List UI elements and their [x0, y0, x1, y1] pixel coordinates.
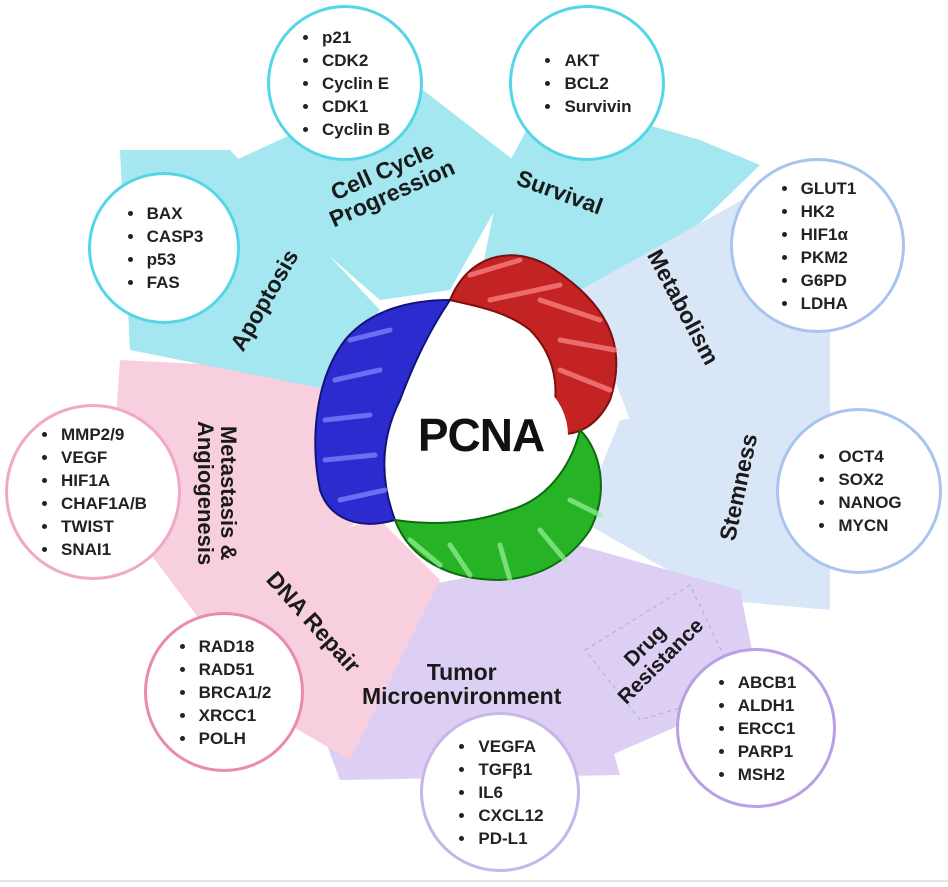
gene-list: OCT4SOX2NANOGMYCN	[816, 445, 901, 537]
gene-item: GLUT1	[799, 177, 857, 200]
gene-list: ABCB1ALDH1ERCC1PARP1MSH2	[716, 671, 797, 786]
gene-item: SNAI1	[59, 538, 147, 561]
gene-item: G6PD	[799, 269, 857, 292]
bottom-divider	[0, 880, 948, 882]
circle-apoptosis: BAXCASP3p53FAS	[88, 172, 240, 324]
label-metastasis: Metastasis & Angiogenesis	[193, 420, 242, 566]
gene-item: TWIST	[59, 515, 147, 538]
gene-list: p21CDK2Cyclin ECDK1Cyclin B	[300, 26, 390, 141]
gene-item: BAX	[145, 202, 204, 225]
gene-list: RAD18RAD51BRCA1/2XRCC1POLH	[177, 635, 272, 750]
gene-item: XRCC1	[197, 704, 272, 727]
dashed-box	[584, 584, 741, 721]
gene-list: MMP2/9VEGFHIF1ACHAF1A/BTWISTSNAI1	[39, 423, 147, 561]
gene-item: Cyclin E	[320, 72, 390, 95]
gene-item: HIF1A	[59, 469, 147, 492]
gene-list: GLUT1HK2HIF1αPKM2G6PDLDHA	[779, 177, 857, 315]
gene-item: MSH2	[736, 763, 797, 786]
gene-item: Cyclin B	[320, 118, 390, 141]
gene-item: LDHA	[799, 292, 857, 315]
circle-metabolism: GLUT1HK2HIF1αPKM2G6PDLDHA	[730, 158, 905, 333]
gene-item: AKT	[562, 49, 631, 72]
gene-item: FAS	[145, 271, 204, 294]
circle-dna-repair: RAD18RAD51BRCA1/2XRCC1POLH	[144, 612, 304, 772]
circle-metastasis: MMP2/9VEGFHIF1ACHAF1A/BTWISTSNAI1	[5, 404, 181, 580]
gene-item: Survivin	[562, 95, 631, 118]
gene-item: p53	[145, 248, 204, 271]
gene-item: p21	[320, 26, 390, 49]
gene-list: AKTBCL2Survivin	[542, 49, 631, 118]
gene-item: BRCA1/2	[197, 681, 272, 704]
pcna-protein	[314, 254, 618, 583]
gene-list: VEGFATGFβ1IL6CXCL12PD-L1	[456, 735, 543, 850]
gene-item: PD-L1	[476, 827, 543, 850]
circle-drug-resistance: ABCB1ALDH1ERCC1PARP1MSH2	[676, 648, 836, 808]
pcna-title: PCNA	[417, 409, 545, 461]
gene-item: RAD18	[197, 635, 272, 658]
gene-item: OCT4	[836, 445, 901, 468]
gene-item: PKM2	[799, 246, 857, 269]
protein-blue-subunit	[314, 298, 452, 525]
circle-survival: AKTBCL2Survivin	[509, 5, 665, 161]
gene-item: HK2	[799, 200, 857, 223]
gene-item: ALDH1	[736, 694, 797, 717]
gene-item: MMP2/9	[59, 423, 147, 446]
band-stemness	[580, 400, 830, 610]
gene-item: TGFβ1	[476, 758, 543, 781]
gene-item: PARP1	[736, 740, 797, 763]
gene-item: VEGFA	[476, 735, 543, 758]
gene-item: CXCL12	[476, 804, 543, 827]
label-tumor: Tumor Microenvironment	[362, 659, 562, 710]
gene-item: NANOG	[836, 491, 901, 514]
gene-item: ERCC1	[736, 717, 797, 740]
gene-item: ABCB1	[736, 671, 797, 694]
gene-item: CASP3	[145, 225, 204, 248]
gene-list: BAXCASP3p53FAS	[125, 202, 204, 294]
gene-item: MYCN	[836, 514, 901, 537]
band-metastasis	[110, 360, 360, 620]
gene-item: CDK1	[320, 95, 390, 118]
circle-stemness: OCT4SOX2NANOGMYCN	[776, 408, 942, 574]
gene-item: BCL2	[562, 72, 631, 95]
gene-item: RAD51	[197, 658, 272, 681]
gene-item: IL6	[476, 781, 543, 804]
gene-item: CDK2	[320, 49, 390, 72]
gene-item: SOX2	[836, 468, 901, 491]
circle-cell-cycle: p21CDK2Cyclin ECDK1Cyclin B	[267, 5, 423, 161]
gene-item: VEGF	[59, 446, 147, 469]
gene-item: CHAF1A/B	[59, 492, 147, 515]
circle-tumor: VEGFATGFβ1IL6CXCL12PD-L1	[420, 712, 580, 872]
gene-item: POLH	[197, 727, 272, 750]
gene-item: HIF1α	[799, 223, 857, 246]
